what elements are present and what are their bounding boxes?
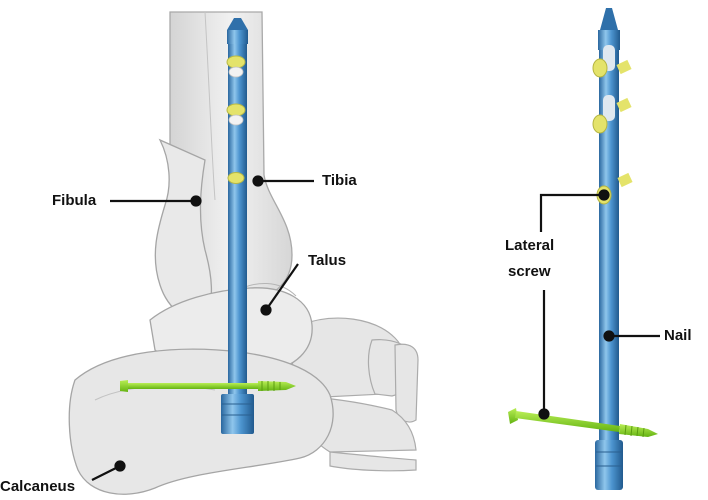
right-proximal-screws	[592, 58, 633, 205]
intramedullary-nail	[221, 18, 254, 434]
lateral-screw-left	[120, 380, 296, 392]
left-anatomy-view	[68, 11, 419, 495]
label-talus: Talus	[308, 252, 347, 269]
label-lateral-screw-line2: screw	[508, 263, 551, 280]
right-leader-lines	[538, 189, 660, 420]
label-lateral-screw-line1: Lateral	[505, 237, 555, 254]
lateral-screw-right	[508, 408, 658, 438]
label-fibula: Fibula	[52, 192, 97, 209]
right-implant-view	[508, 8, 660, 490]
label-nail: Nail	[664, 327, 692, 344]
proximal-screws	[226, 55, 246, 184]
label-tibia: Tibia	[322, 172, 357, 189]
label-calcaneus: Calcaneus	[0, 478, 76, 495]
nail-implant	[595, 8, 623, 490]
left-leader-lines	[91, 175, 314, 481]
